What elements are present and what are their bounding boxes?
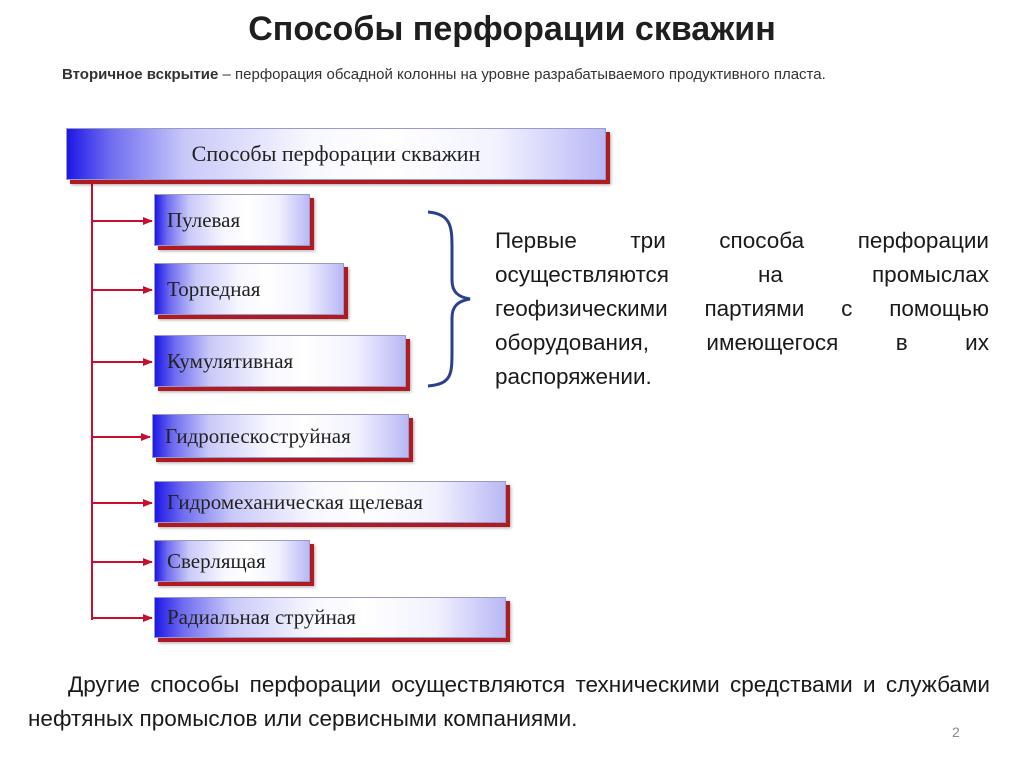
method-box: Гидропескоструйная <box>152 414 409 458</box>
page-number: 2 <box>952 724 960 740</box>
method-box: Пулевая <box>154 194 310 246</box>
subtitle-definition: – перфорация обсадной колонны на уровне … <box>218 66 826 83</box>
subtitle: Вторичное вскрытие – перфорация обсадной… <box>62 66 1002 83</box>
footer-text: Другие способы перфорации осуществляются… <box>28 672 990 731</box>
method-box: Радиальная струйная <box>154 597 506 638</box>
subtitle-term: Вторичное вскрытие <box>62 66 219 83</box>
method-box: Торпедная <box>154 263 344 315</box>
curly-brace <box>427 210 471 388</box>
method-box: Кумулятивная <box>154 335 406 387</box>
slide-title: Способы перфорации скважин <box>248 10 776 48</box>
root-method-box: Способы перфорации скважин <box>66 128 606 180</box>
methods-note: Первые три способа перфорации осуществля… <box>495 228 989 389</box>
method-box: Сверлящая <box>154 540 310 582</box>
method-box: Гидромеханическая щелевая <box>154 481 506 523</box>
